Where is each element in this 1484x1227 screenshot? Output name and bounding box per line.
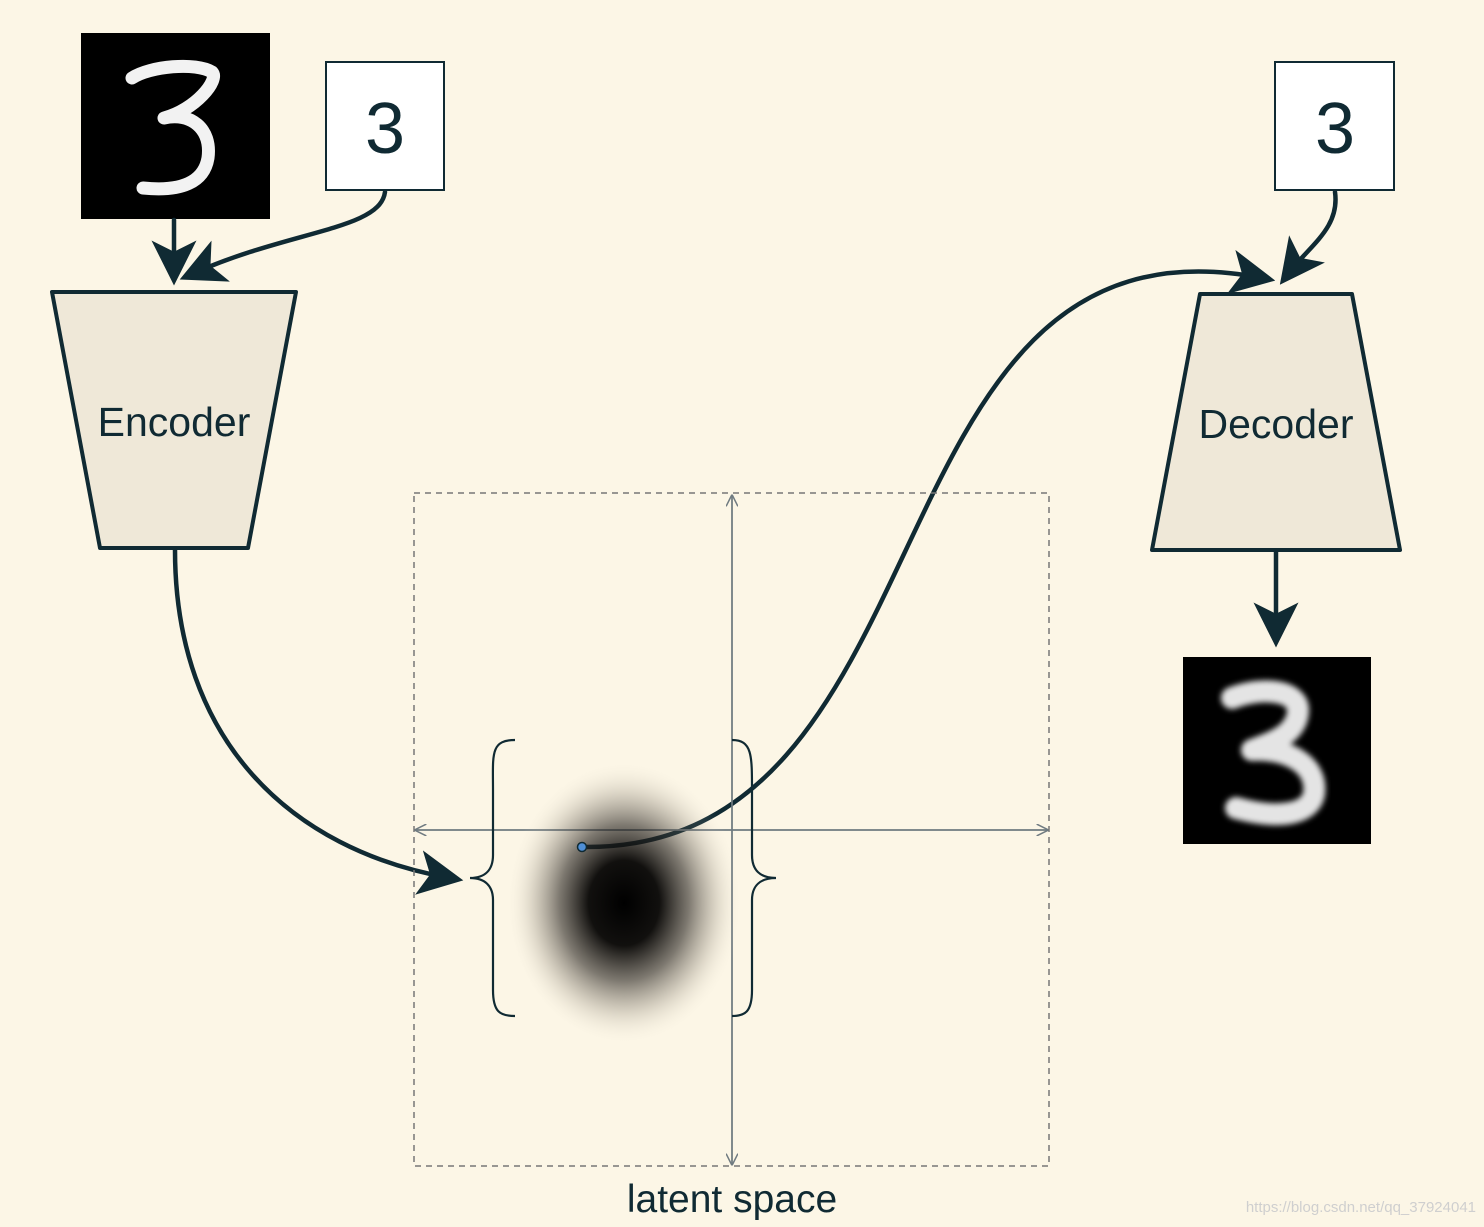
decoder-condition-label-text: 3	[1315, 89, 1355, 169]
input-image	[81, 33, 270, 219]
latent-space: latent space	[413, 492, 1050, 1221]
encoder-block: Encoder	[50, 290, 298, 550]
decoder-condition-label: 3	[1274, 61, 1395, 191]
encoder-to-latent-arrow	[172, 547, 464, 895]
decoder-label: Decoder	[1199, 401, 1354, 447]
latent-sample-to-decoder-arrow	[581, 249, 1276, 850]
label-to-decoder-arrow	[1279, 189, 1338, 285]
right-brace	[731, 738, 777, 1018]
encoder-label: Encoder	[98, 399, 251, 445]
output-digit-stroke	[1221, 680, 1326, 826]
arrows	[151, 189, 1338, 895]
latent-space-border	[413, 492, 1050, 1167]
latent-space-label: latent space	[627, 1178, 837, 1221]
label-to-encoder-arrow	[179, 189, 388, 282]
decoder-block: Decoder	[1150, 292, 1402, 552]
encoder-condition-label: 3	[325, 61, 445, 191]
input-digit-stroke	[125, 59, 220, 196]
gaussian-distribution	[506, 761, 742, 1045]
latent-sample-point	[576, 841, 588, 853]
left-brace	[469, 738, 516, 1018]
encoder-condition-label-text: 3	[365, 89, 405, 169]
watermark: https://blog.csdn.net/qq_37924041	[1246, 1199, 1476, 1216]
output-image	[1183, 657, 1371, 844]
